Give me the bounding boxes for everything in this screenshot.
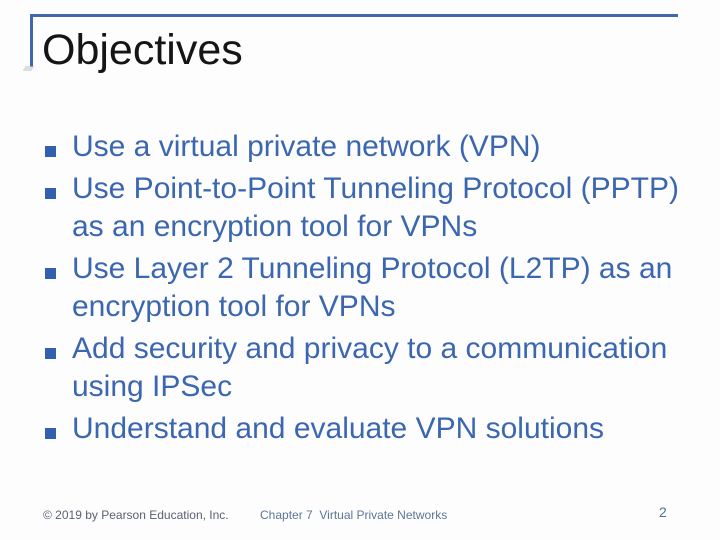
bullet-item: Use Point-to-Point Tunneling Protocol (P… <box>45 170 679 246</box>
title-left-line <box>30 14 33 67</box>
bullet-text-line: encryption tool for VPNs <box>72 290 396 323</box>
bullet-item: Understand and evaluate VPN solutions <box>45 410 678 448</box>
bullet-square-icon <box>45 146 56 157</box>
bullet-text-line: Use Layer 2 Tunneling Protocol (L2TP) as… <box>72 252 673 285</box>
bullet-item: Use Layer 2 Tunneling Protocol (L2TP) as… <box>45 250 678 326</box>
bullet-text-line: using IPSec <box>72 370 233 403</box>
bullet-list: Use a virtual private network (VPN) Use … <box>45 128 679 452</box>
bullet-text-line: Understand and evaluate VPN solutions <box>72 412 605 445</box>
bullet-square-icon <box>45 268 56 279</box>
bullet-square-icon <box>45 188 56 199</box>
bullet-item: Use a virtual private network (VPN) <box>45 128 678 166</box>
bullet-item: Add security and privacy to a communicat… <box>45 330 678 406</box>
footer-page-number: 2 <box>659 504 667 520</box>
bullet-text-line: Add security and privacy to a communicat… <box>72 332 668 365</box>
bullet-text-line: as an encryption tool for VPNs <box>72 210 478 243</box>
slide-title: Objectives <box>42 26 243 74</box>
footer: © 2019 by Pearson Education, Inc. Chapte… <box>0 504 720 532</box>
footer-copyright: © 2019 by Pearson Education, Inc. <box>43 508 229 522</box>
title-top-line <box>30 14 678 17</box>
line-shadow <box>22 66 35 71</box>
bullet-text-line: Use Point-to-Point Tunneling Protocol (P… <box>72 172 679 205</box>
bullet-square-icon <box>45 348 56 359</box>
bullet-square-icon <box>45 428 56 439</box>
bullet-text-line: Use a virtual private network (VPN) <box>72 130 541 163</box>
footer-chapter-title: Chapter 7 Virtual Private Networks <box>260 508 448 522</box>
